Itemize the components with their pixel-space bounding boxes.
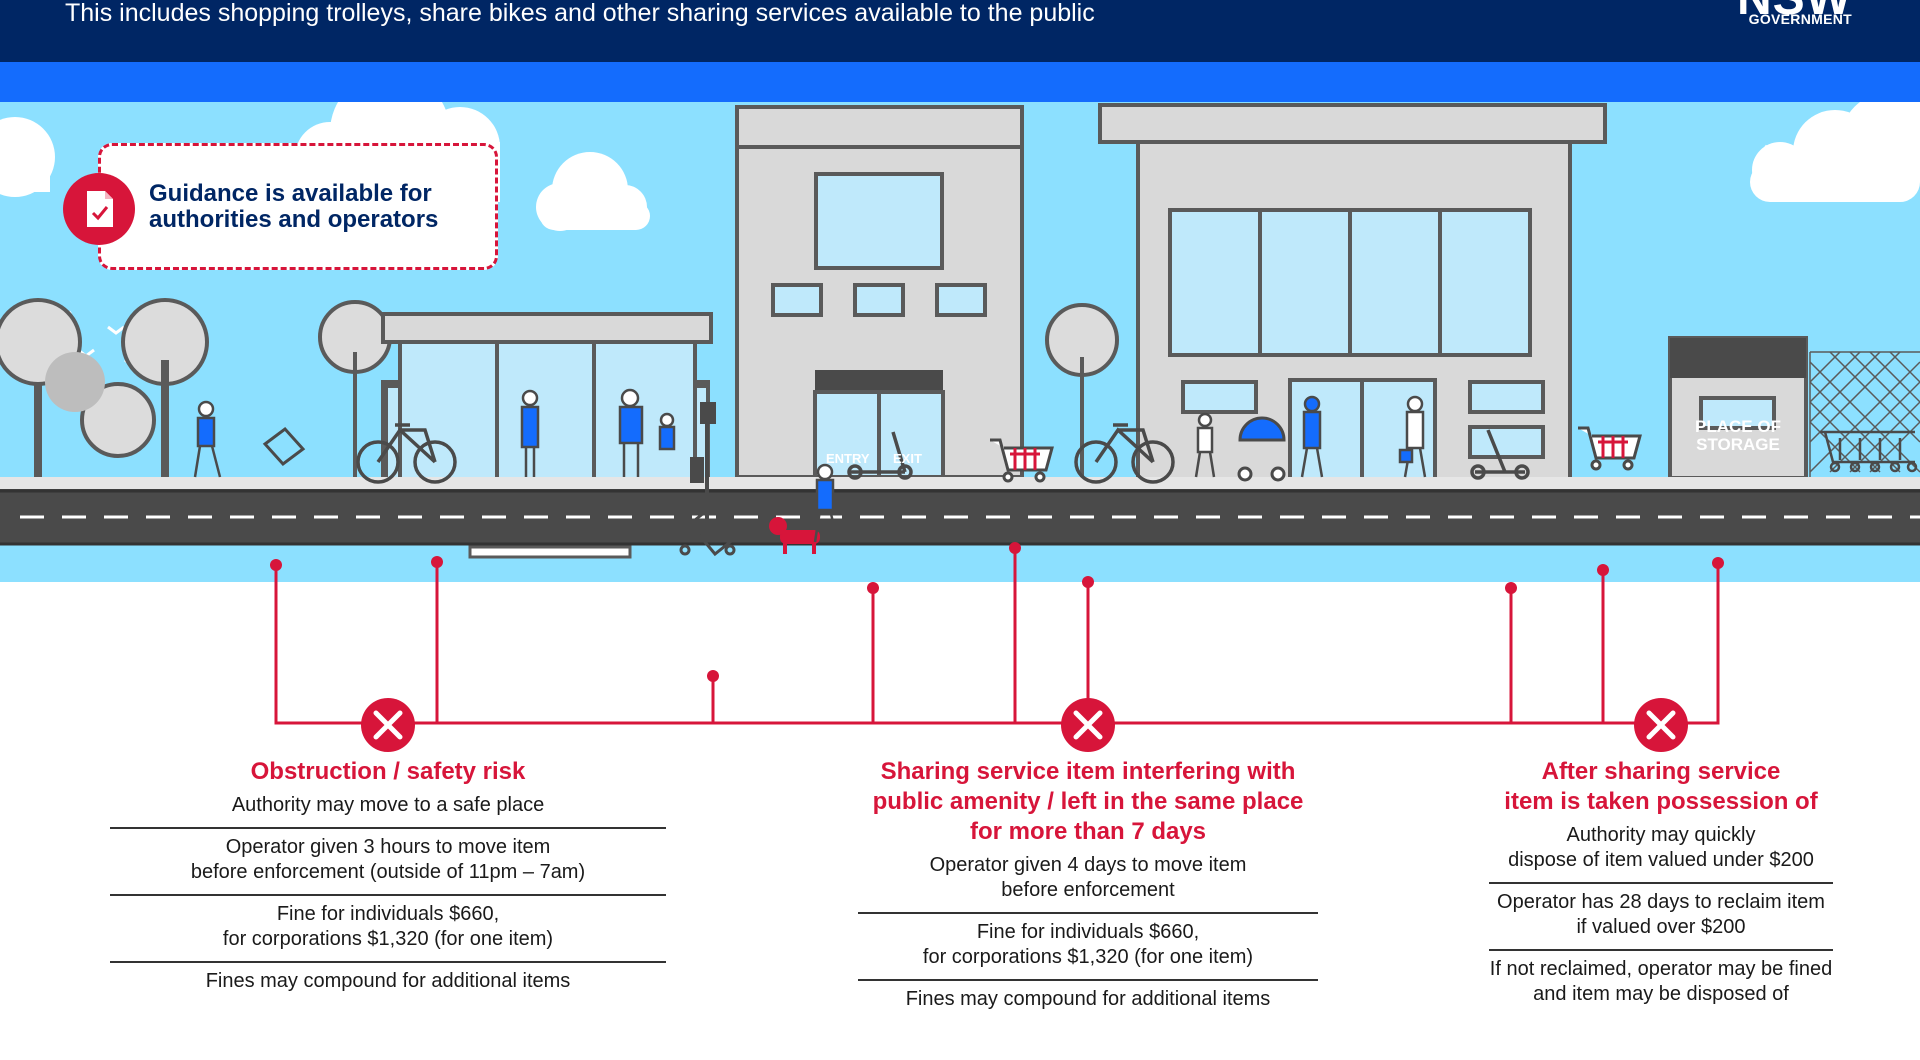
- tree-icon: [0, 298, 209, 484]
- list-item: Fines may compound for additional items: [110, 963, 666, 1003]
- list-item: Fines may compound for additional items: [858, 981, 1318, 1021]
- list-item: Operator given 3 hours to move item befo…: [110, 829, 666, 896]
- storage-sign: PLACE OF STORAGE: [1670, 418, 1806, 454]
- list-item-line: Fine for individuals $660,: [976, 921, 1200, 943]
- cloud-icon: [0, 117, 55, 197]
- column-title: Obstruction / safety risk: [110, 757, 666, 787]
- e-scooter-icon: [1470, 429, 1530, 480]
- street-scene-details: [0, 103, 1920, 680]
- column-obstruction: Obstruction / safety risk Authority may …: [110, 757, 666, 1003]
- person-figure: [618, 388, 676, 477]
- traffic-light-icon: [690, 402, 716, 542]
- list-item: Operator given 4 days to move item befor…: [858, 847, 1318, 914]
- guidance-text: Guidance is available for authorities an…: [149, 181, 489, 233]
- storage-sign-line-1: PLACE OF: [1695, 417, 1781, 436]
- fence-icon: [1809, 351, 1920, 477]
- person-figure: [813, 463, 840, 543]
- list-item-line: Authority may quickly: [1566, 824, 1756, 846]
- list-item-line: before enforcement: [1001, 879, 1175, 901]
- column-title: Sharing service item interfering with pu…: [858, 757, 1318, 847]
- guidance-callout: [98, 143, 498, 270]
- person-figure: [193, 400, 222, 478]
- storage-building: [1668, 336, 1808, 480]
- list-item-line: if valued over $200: [1576, 916, 1746, 938]
- dog-icon: [769, 517, 820, 554]
- shopping-trolley-icon: [990, 438, 1054, 483]
- list-item: Fine for individuals $660, for corporati…: [110, 896, 666, 963]
- shopping-trolley-icon: [262, 426, 306, 467]
- column-title-line: After sharing service: [1541, 758, 1781, 785]
- list-item-line: Operator given 3 hours to move item: [225, 836, 551, 858]
- list-item-line: Fine for individuals $660,: [276, 903, 500, 925]
- column-title-line: for more than 7 days: [969, 818, 1207, 845]
- building-center: [735, 105, 1024, 479]
- person-figure: [1194, 412, 1216, 478]
- column-title: After sharing service item is taken poss…: [1471, 757, 1851, 817]
- person-figure: [1300, 395, 1324, 478]
- list-item: Authority may move to a safe place: [110, 787, 666, 829]
- column-public-amenity: Sharing service item interfering with pu…: [858, 757, 1318, 1021]
- building-right: [1098, 103, 1607, 482]
- column-title-line: public amenity / left in the same place: [872, 788, 1304, 815]
- list-item-line: Operator has 28 days to reclaim item: [1497, 891, 1825, 913]
- entry-label: ENTRY: [826, 451, 870, 466]
- header-bar: This includes shopping trolleys, share b…: [0, 0, 1920, 62]
- list-item-line: If not reclaimed, operator may be fined: [1489, 958, 1833, 980]
- list-item-line: Fines may compound for additional items: [205, 970, 571, 992]
- bicycle-icon: [1074, 423, 1175, 484]
- column-title-line: Sharing service item interfering with: [880, 758, 1296, 785]
- cloud-icon: [536, 152, 650, 231]
- column-possession: After sharing service item is taken poss…: [1471, 757, 1851, 1016]
- guidance-line-1: Guidance is available for: [149, 180, 432, 207]
- pram-icon: [1237, 416, 1286, 482]
- person-figure: [520, 389, 540, 477]
- list-item-line: Authority may move to a safe place: [231, 794, 545, 816]
- column-title-line: item is taken possession of: [1504, 788, 1818, 815]
- list-item-line: Operator given 4 days to move item: [929, 854, 1247, 876]
- list-item: Operator has 28 days to reclaim item if …: [1489, 884, 1833, 951]
- list-item-line: Fines may compound for additional items: [905, 988, 1271, 1010]
- column-title-line: Obstruction / safety risk: [250, 758, 526, 785]
- guidance-line-2: authorities and operators: [149, 206, 439, 233]
- e-scooter-icon: [847, 431, 913, 480]
- government-logo-text: GOVERNMENT: [1748, 11, 1852, 27]
- list-item-line: and item may be disposed of: [1533, 983, 1789, 1005]
- nsw-logo-text: NSW: [1737, 0, 1852, 24]
- person-figure: [1398, 395, 1427, 478]
- accent-band: [0, 62, 1920, 102]
- shopping-trolley-icon: [1820, 430, 1918, 473]
- cross-icon: [1061, 698, 1115, 752]
- header-subtitle: This includes shopping trolleys, share b…: [65, 0, 1095, 27]
- cross-icon: [361, 698, 415, 752]
- tree-icon: [1045, 303, 1119, 482]
- cross-icon: [1634, 698, 1688, 752]
- document-check-icon: [63, 173, 135, 245]
- list-item-line: before enforcement (outside of 11pm – 7a…: [190, 861, 586, 883]
- bicycle-icon: [356, 423, 457, 484]
- list-item-line: dispose of item valued under $200: [1508, 849, 1814, 871]
- list-item-line: for corporations $1,320 (for one item): [222, 928, 554, 950]
- list-item-line: for corporations $1,320 (for one item): [922, 946, 1254, 968]
- cloud-icon: [1750, 102, 1920, 202]
- list-item: Fine for individuals $660, for corporati…: [858, 914, 1318, 981]
- list-item: Authority may quickly dispose of item va…: [1489, 817, 1833, 884]
- storage-sign-line-2: STORAGE: [1696, 435, 1780, 454]
- exit-label: EXIT: [893, 451, 922, 466]
- shopping-trolley-icon: [1578, 426, 1642, 471]
- list-item: If not reclaimed, operator may be fined …: [1471, 951, 1851, 1016]
